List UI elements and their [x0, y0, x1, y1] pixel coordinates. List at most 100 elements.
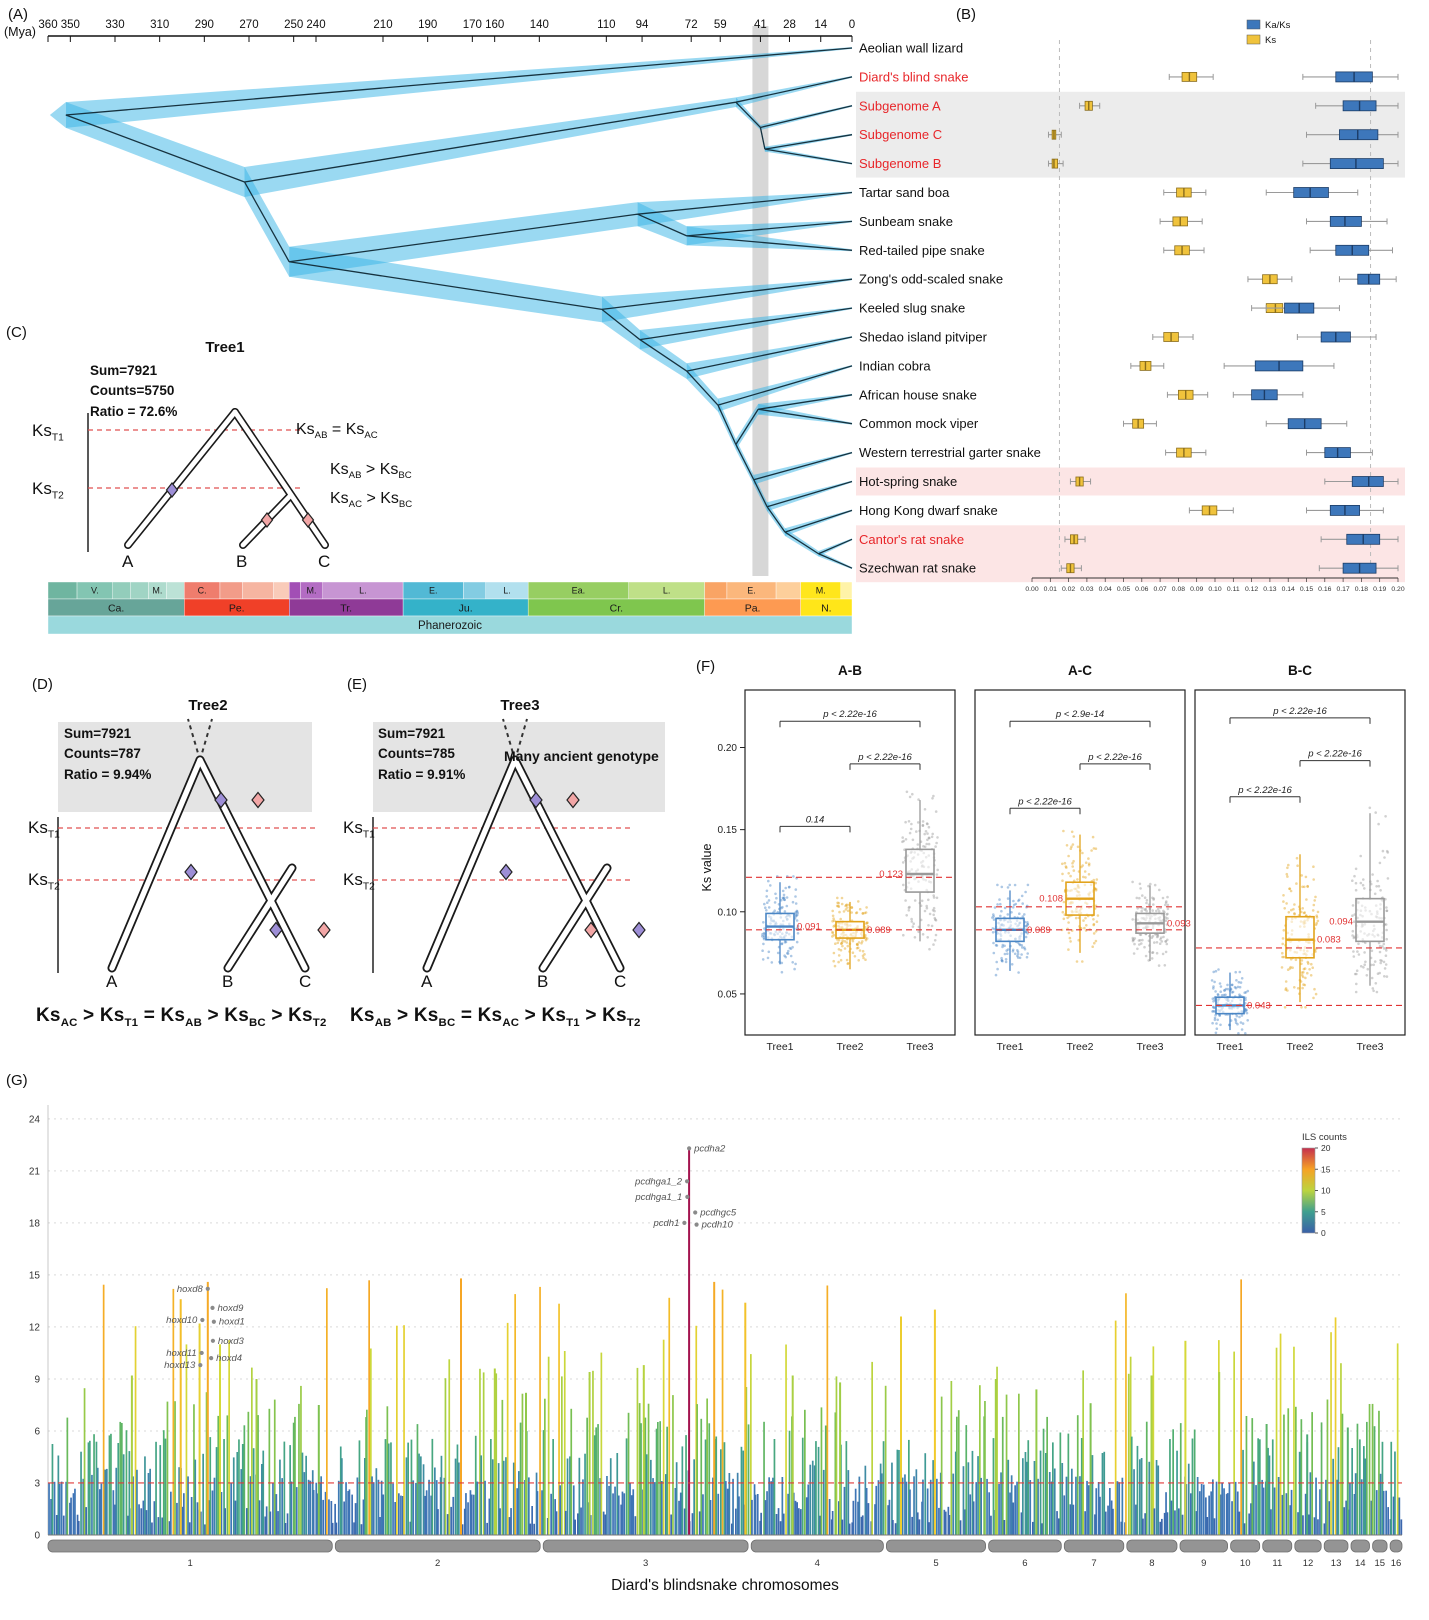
- tree2-cartoon: [57, 718, 331, 973]
- svg-text:0.19: 0.19: [1373, 586, 1386, 593]
- tree-ci-ribbons: [49, 47, 852, 570]
- tree2-kst2-label: KsT2: [28, 870, 60, 893]
- chromosome-label: 4: [815, 1558, 820, 1569]
- legend-swatch: [1246, 19, 1261, 30]
- p-value-label: p < 2.22e-16: [822, 709, 877, 720]
- svg-text:170: 170: [463, 19, 482, 31]
- x-category-label: Tree3: [906, 1041, 933, 1053]
- chromosome-segment: [1262, 1539, 1293, 1553]
- median-value-label: 0.094: [1329, 917, 1353, 928]
- chromosome-segment: [750, 1539, 884, 1553]
- svg-text:0.13: 0.13: [1263, 586, 1276, 593]
- ils-peak-bar: [525, 1392, 527, 1535]
- chromosome-label: 5: [933, 1558, 938, 1569]
- duplication-diamond: [301, 512, 315, 528]
- duplication-diamond: [165, 482, 179, 498]
- p-value-label: p < 2.22e-16: [857, 752, 912, 763]
- ils-peak-bar: [1184, 1340, 1187, 1535]
- panel-label-e: (E): [347, 676, 367, 693]
- svg-text:21: 21: [29, 1166, 41, 1177]
- duplication-diamond: [529, 791, 543, 809]
- chromosome-label: 6: [1022, 1558, 1027, 1569]
- tree-tip-label: Red-tailed pipe snake: [859, 243, 985, 258]
- svg-text:N.: N.: [821, 602, 832, 614]
- chromosome-segment: [1350, 1539, 1370, 1553]
- svg-text:0.05: 0.05: [718, 989, 738, 1000]
- median-value-label: 0.083: [1317, 935, 1341, 946]
- tree-tip-label: Cantor's rat snake: [859, 532, 964, 547]
- legend-swatch: [1246, 34, 1261, 45]
- ks-box: [1285, 915, 1315, 959]
- duplication-diamond: [269, 921, 283, 939]
- svg-text:59: 59: [714, 19, 727, 31]
- gene-marker: [685, 1194, 690, 1199]
- svg-text:94: 94: [636, 19, 649, 31]
- chromosome-segment: [988, 1539, 1062, 1553]
- chromosome-segment: [1126, 1539, 1178, 1553]
- ils-peak-bar: [642, 1365, 645, 1535]
- gene-label: pcdh1: [652, 1218, 679, 1229]
- svg-text:0: 0: [34, 1531, 40, 1542]
- svg-text:0.05: 0.05: [1117, 586, 1130, 593]
- svg-text:0.20: 0.20: [1391, 586, 1404, 593]
- gene-marker: [200, 1317, 205, 1323]
- chromosome-segment: [334, 1539, 541, 1553]
- gene-marker: [210, 1305, 215, 1310]
- svg-text:M.: M.: [152, 586, 162, 596]
- svg-text:0.00: 0.00: [1025, 586, 1038, 593]
- gene-label: hoxd11: [166, 1348, 196, 1359]
- svg-text:M.: M.: [816, 586, 826, 596]
- p-value-label: p < 2.22e-16: [1272, 706, 1327, 717]
- chromosome-label: 2: [435, 1558, 440, 1569]
- svg-text:0.08: 0.08: [1172, 586, 1185, 593]
- tree3-title: Tree3: [500, 697, 540, 714]
- svg-text:0.06: 0.06: [1135, 586, 1148, 593]
- panel-label-g: (G): [6, 1072, 28, 1089]
- p-value-label: p < 2.22e-16: [1087, 752, 1142, 763]
- ils-peak-bar: [317, 1405, 320, 1535]
- tree-tip-label: Indian cobra: [859, 358, 931, 373]
- duplication-diamond: [566, 791, 580, 809]
- ils-peak-bar: [900, 1316, 902, 1535]
- kaks-box: [1293, 187, 1329, 198]
- gene-marker: [199, 1350, 204, 1356]
- ils-peak-bar: [713, 1281, 716, 1535]
- ks-value-axis-label: Ks value: [700, 843, 714, 892]
- tree-tip-label: Zong's odd-scaled snake: [859, 272, 1003, 287]
- duplication-diamond: [251, 791, 265, 809]
- svg-text:M.: M.: [307, 586, 317, 596]
- svg-text:110: 110: [597, 19, 615, 31]
- x-category-label: Tree3: [1136, 1041, 1163, 1053]
- ks-panel-title-ab: A-B: [838, 663, 862, 678]
- svg-text:0.20: 0.20: [718, 743, 738, 754]
- svg-text:14: 14: [814, 19, 827, 31]
- tree2-tip-c: C: [299, 972, 312, 991]
- chromosome-label: 11: [1272, 1558, 1282, 1569]
- gene-label: pcdhga1_2: [634, 1176, 683, 1187]
- svg-text:Ca.: Ca.: [108, 602, 124, 614]
- svg-text:Tr.: Tr.: [340, 602, 352, 614]
- panel-label-c: (C): [6, 324, 27, 341]
- svg-text:310: 310: [150, 19, 169, 31]
- ils-genome-scan-canvas: 03691215182124pcdha2pcdhga1_2pcdhga1_1pc…: [29, 1105, 1403, 1569]
- ils-peak-bar: [588, 1372, 591, 1535]
- kaks-box: [1339, 129, 1379, 141]
- tree1-cartoon: [87, 408, 329, 552]
- svg-text:0.18: 0.18: [1355, 586, 1368, 593]
- svg-text:20: 20: [1321, 1143, 1331, 1153]
- x-category-label: Tree1: [766, 1041, 793, 1053]
- ils-peak-bar: [130, 1375, 133, 1535]
- svg-text:E.: E.: [747, 586, 756, 596]
- duplication-diamond: [260, 512, 274, 528]
- tree2-tip-a: A: [106, 972, 118, 991]
- tree3-note: Many ancient genotype: [504, 748, 659, 764]
- median-value-label: 0.043: [1247, 1000, 1271, 1011]
- chromosome-label: 13: [1331, 1558, 1342, 1569]
- gene-marker: [205, 1286, 210, 1291]
